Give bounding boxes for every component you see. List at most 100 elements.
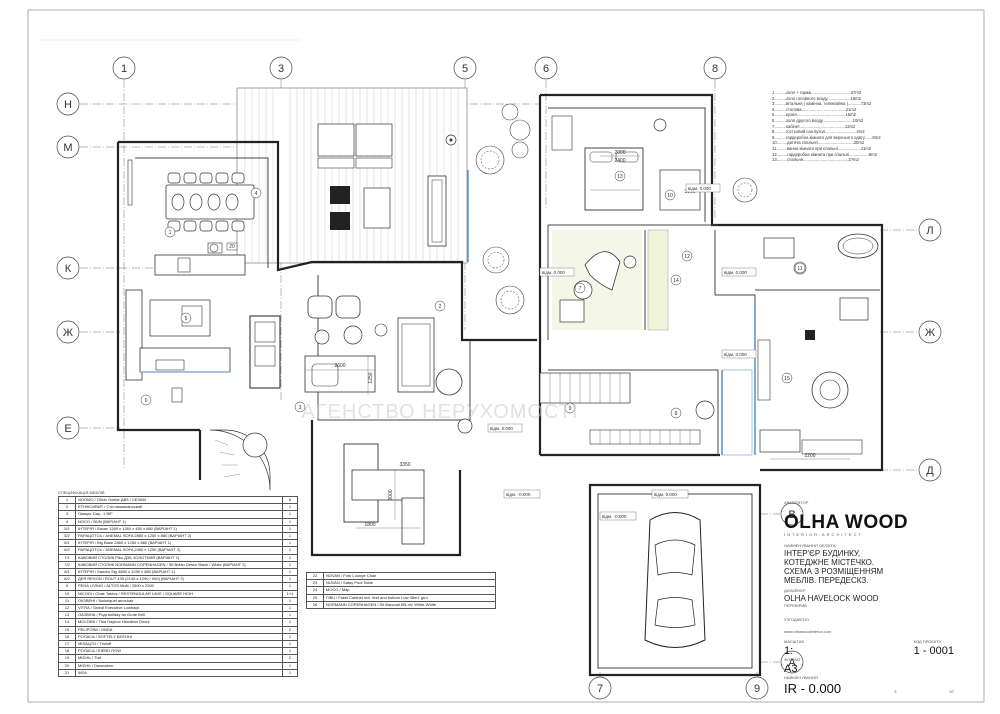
furniture-quantity: 1 [282, 604, 298, 613]
project-line-1: ІНТЕР'ЄР БУДИНКУ, [784, 549, 861, 558]
axis-label-right-1: Л [926, 225, 933, 237]
room-marker-7: 7 [579, 286, 582, 292]
furniture-number: 8/1 [58, 568, 76, 577]
furniture-description: NOVAN / Fork Lounge Chair [323, 571, 496, 581]
room-marker-15: 15 [784, 376, 790, 382]
furniture-quantity: 1 [282, 647, 298, 656]
axis-markers-left: Н М К Ж Е [56, 92, 80, 440]
terrace-deck [236, 87, 468, 264]
area-row: 10.........дитяча спальня...............… [772, 140, 865, 146]
axis-label-top-3: 5 [462, 63, 468, 75]
axis-label-top-1: 1 [121, 63, 127, 75]
area-row: 1..........холл + гараж.................… [772, 90, 862, 95]
area-row: 5..........кухня........................… [772, 112, 856, 118]
area-row: 2..........холл головного входу.........… [772, 95, 861, 101]
axis-label-right-4: В [788, 509, 795, 521]
checked-label: ПЕРЕВІРИВ [784, 603, 807, 608]
main-staircase [539, 372, 715, 445]
furniture-quantity: 1 [282, 560, 298, 570]
level-markers: відм. 0.000 відм. 0.000 відм. 0.000 відм… [487, 183, 757, 521]
furniture-number: 8/2 [58, 575, 76, 584]
project-line-3: СХЕМА З РОЗМІЩЕННЯМ [784, 567, 884, 576]
dim-2: 1250 [368, 372, 374, 383]
furniture-quantity: 2 [282, 654, 298, 663]
level-2: відм. 0.000 [724, 270, 747, 275]
dim-7: 2400 [614, 158, 625, 164]
furniture-description: ЕТНІКСИВИТ / Стіл вишиканський [75, 503, 283, 512]
furniture-number: 7/1 [58, 553, 76, 562]
furniture-number: 2 [58, 503, 76, 512]
axis-label-left-5: Е [64, 423, 71, 435]
furniture-description: NORMANN COPENHAGEN / Sit Bancoal Ø5-m1 W… [323, 600, 496, 610]
furniture-number: 26 [306, 600, 324, 610]
furniture-description: КАВОВИЙ СТОЛИК NORMANN COPENHAGEN / Sit … [75, 560, 283, 570]
axis-label-left-3: К [65, 263, 72, 275]
furniture-quantity: 1 [282, 618, 298, 627]
project-label: НАЙМЕНУВАННЯ ОБ'ЄКТА [784, 543, 836, 548]
page-number: 3 [894, 689, 897, 694]
furniture-description: РАРАЦОТСЬ / ANEMAL SOFA 2460 x 1250 (ВАР… [75, 546, 283, 555]
furniture-description: NOOMO / Olivin Oxelar ДВЗ / СЕЗАМ [75, 495, 283, 505]
furniture-number: 21 [58, 668, 76, 678]
project-line-2: КОТЕДЖНЕ МІСТЕЧКО. [784, 558, 875, 567]
furniture-quantity: 1 [282, 532, 298, 541]
axis-label-bottom-1: 7 [597, 683, 603, 695]
studio-logo-subtitle: INTERIOR ARCHITECT [784, 532, 863, 537]
furniture-number: 1 [58, 495, 76, 505]
furniture-description: КАВОВИЙ СТОЛИК Piko ДЗБ ЗОЛОТНИЙ (ВАРІАН… [75, 553, 283, 562]
website: www.olhawoodinterior.com [784, 629, 832, 634]
area-row: 9..........гардеробна кімната для верхнь… [772, 134, 881, 140]
level-8: відм. 0.000 [688, 186, 711, 191]
furniture-number: 23 [306, 579, 324, 588]
furniture-number: 6/2 [58, 546, 76, 555]
furniture-description: РОПАСА / SOFTELY БЕЄННІ [75, 632, 283, 642]
area-row: 13.........спальня......................… [772, 157, 859, 163]
garage-car [644, 512, 706, 648]
furniture-quantity: 1 [282, 539, 298, 548]
project-code-label: КОД ПРОЕКТУ [913, 639, 942, 644]
bathroom [757, 233, 879, 455]
blue-hatch [721, 369, 753, 456]
furniture-description: NICODI / Chair Tables / RESTENGULAR LAVE… [75, 589, 283, 598]
bedroom [551, 115, 701, 211]
furniture-quantity: 1 [282, 582, 298, 591]
room-number-markers: 1 2 3 4 5 6 7 8 9 10 11 12 13 14 15 20 [140, 170, 806, 419]
architect-label: АРХІТЕКТОР [784, 500, 809, 505]
furniture-number: 13 [58, 611, 76, 620]
watermark-text: АГЕНСТВО НЕРУХОМОСТІ [301, 401, 578, 423]
furniture-description: ІКЕА [75, 668, 283, 678]
furniture-quantity: 6 [282, 495, 298, 505]
area-row: 11.........ванна кімната при спальні....… [772, 145, 872, 151]
furniture-quantity: 1 [282, 632, 298, 642]
axis-label-top-5: 8 [712, 63, 718, 75]
furniture-quantity: 1 [282, 661, 298, 670]
room-marker-9: 9 [569, 406, 572, 412]
furniture-number: 12 [58, 604, 76, 613]
axis-label-left-4: Ж [63, 327, 73, 339]
level-7: відм. -0.000 [602, 514, 627, 519]
level-4: відм. 0.000 [490, 426, 513, 431]
furniture-quantity: 1 [282, 611, 298, 620]
designer-name: OLHA HAVELOCK WOOD [784, 594, 879, 603]
furniture-number: 7/2 [58, 560, 76, 570]
furniture-description: РЕНА LIVING / ALTOS Multi / 2600 x 2500 [75, 582, 283, 591]
furniture-description: ІНТЕРІЯ / Sandro Sig 4880 x 1290 x 880 (… [75, 568, 283, 577]
furniture-description: МІЄНЬ / Turf [75, 654, 283, 663]
furniture-number: 6/1 [58, 539, 76, 548]
room-marker-6: 6 [145, 398, 148, 404]
furniture-number: 24 [306, 586, 324, 595]
furniture-description: PELIPOINI / ONDA [75, 625, 283, 634]
furniture-quantity: 1 [282, 503, 298, 512]
